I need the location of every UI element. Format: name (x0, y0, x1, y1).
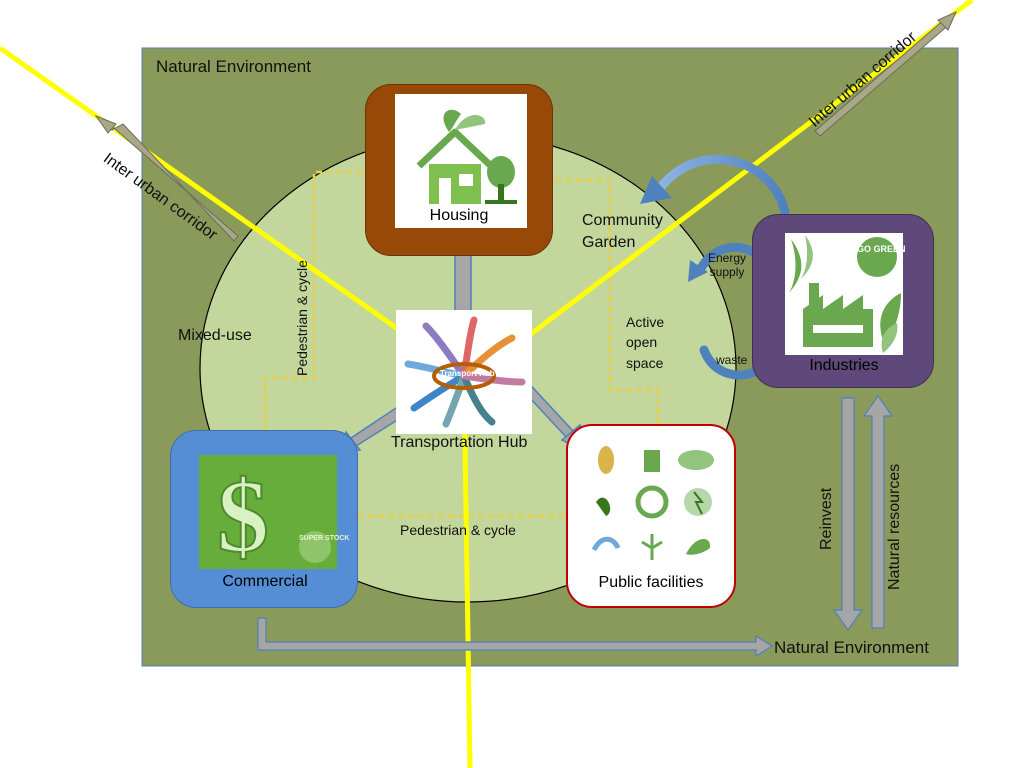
pedestrian-cycle-vertical-label: Pedestrian & cycle (294, 260, 310, 376)
energy-line1: Energy (708, 251, 747, 265)
natural-resources-arrow (862, 394, 894, 629)
transportation-hub-label: Transportation Hub (391, 434, 528, 451)
transport-hub-icon (404, 316, 526, 428)
housing-label: Housing (429, 207, 489, 224)
community-garden-line2: Garden (582, 234, 636, 252)
house-icon (416, 109, 517, 204)
corridor-lines (0, 0, 974, 768)
go-green-badge: GO GREEN (857, 244, 906, 254)
public-facilities-box: Public facilities (566, 424, 736, 608)
factory-icon (789, 235, 901, 353)
community-garden-label: Community Garden (582, 212, 663, 253)
community-garden-line1: Community (582, 212, 663, 229)
waste-label: waste (716, 353, 748, 367)
active-line3: space (626, 354, 664, 371)
industries-box: GO GREEN Industries (752, 214, 934, 388)
energy-arrowhead (688, 260, 708, 282)
svg-text:$: $ (217, 459, 269, 569)
commercial-box: $ SUPER STOCK Commercial (170, 430, 358, 608)
housing-image (395, 94, 527, 228)
natural-environment-bottom-label: Natural Environment (774, 638, 929, 657)
energy-line2: supply (709, 264, 745, 279)
active-line2: open (626, 334, 658, 351)
energy-supply-label: Energy supply (708, 251, 747, 280)
public-facilities-label: Public facilities (598, 574, 704, 591)
natural-resources-label: Natural resources (886, 463, 903, 590)
commercial-image: $ SUPER STOCK (199, 455, 350, 575)
corridor-arrows (94, 11, 957, 242)
public-facilities-image (586, 438, 720, 564)
reinvest-label: Reinvest (818, 487, 835, 550)
active-line1: Active (626, 314, 665, 330)
industries-image: GO GREEN (785, 233, 906, 355)
transport-hub-logo-text: Transport Hub (440, 369, 495, 378)
super-stock-logo: SUPER STOCK (299, 535, 350, 542)
pedestrian-cycle-horizontal-label: Pedestrian & cycle (400, 522, 516, 538)
commercial-label: Commercial (222, 573, 308, 590)
eco-icons-grid (591, 446, 714, 560)
natural-environment-label: Natural Environment (156, 57, 311, 76)
commercial-environment-arrow (257, 617, 774, 658)
mixed-use-label: Mixed-use (178, 327, 252, 344)
active-open-space-label: Active open space (626, 312, 664, 373)
reinvest-arrow (832, 397, 864, 632)
transport-hub-image: Transport Hub (396, 310, 532, 434)
industries-label: Industries (809, 357, 879, 374)
housing-box: Housing (365, 84, 553, 256)
dollar-icon: $ (199, 455, 337, 575)
garden-arrowhead (640, 176, 672, 204)
